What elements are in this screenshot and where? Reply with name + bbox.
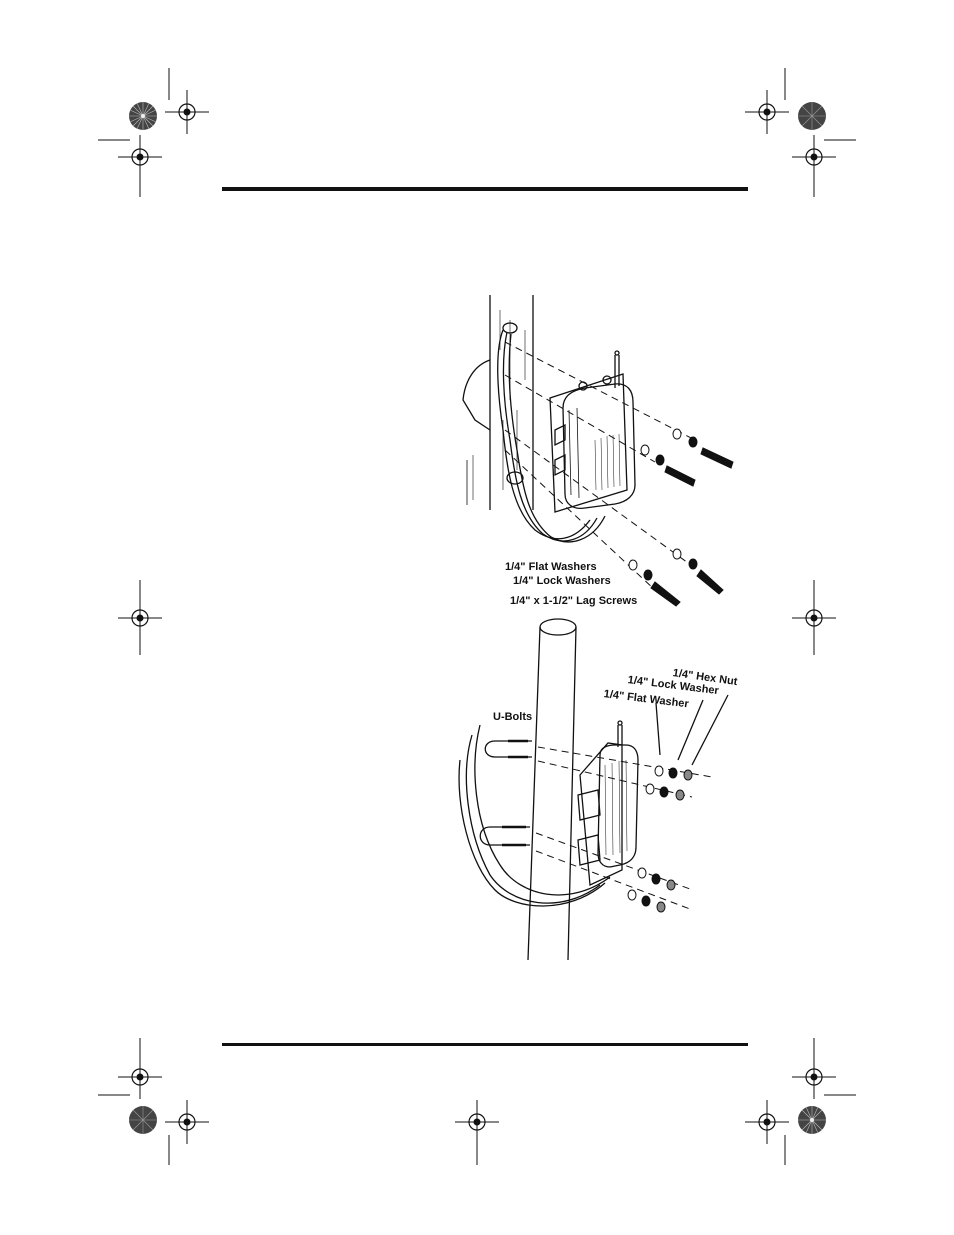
- registration-rosette-icon: [129, 1106, 157, 1134]
- crosshair-mark-icon: [792, 135, 836, 179]
- registration-rosette-icon: [129, 102, 157, 130]
- header-rule: [222, 187, 748, 191]
- registration-rosette-icon: [798, 1106, 826, 1134]
- label-flat-washers: 1/4" Flat Washers: [505, 561, 597, 573]
- wood-mount-illustration: [462, 295, 734, 607]
- crosshair-mark-icon: [118, 596, 162, 640]
- crosshair-mark-icon: [792, 1055, 836, 1099]
- crosshair-mark-icon: [165, 1100, 209, 1144]
- label-u-bolts: U-Bolts: [493, 711, 533, 723]
- crosshair-mark-icon: [792, 596, 836, 640]
- crosshair-mark-icon: [118, 1055, 162, 1099]
- registration-rosette-icon: [798, 102, 826, 130]
- crosshair-mark-icon: [118, 135, 162, 179]
- crosshair-mark-icon: [165, 90, 209, 134]
- crosshair-mark-icon: [745, 90, 789, 134]
- crop-lines: [139, 580, 815, 655]
- pole-mount-illustration: [458, 618, 729, 961]
- footer-rule: [222, 1043, 748, 1046]
- label-lag-screws: 1/4" x 1-1/2" Lag Screws: [510, 595, 638, 607]
- crosshair-mark-icon: [745, 1100, 789, 1144]
- crop-lines: [98, 1038, 856, 1165]
- crop-lines: [98, 68, 856, 197]
- label-lock-washers: 1/4" Lock Washers: [513, 575, 611, 587]
